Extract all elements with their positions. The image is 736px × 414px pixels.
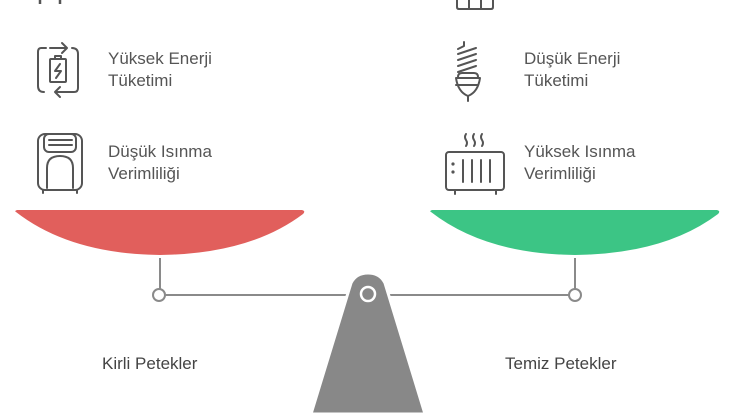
right-item-1-text: Düşük Enerji Tüketimi [524, 48, 620, 92]
top-partial-icon-right [456, 0, 494, 10]
left-side-label: Kirli Petekler [102, 354, 198, 373]
battery-cycle-icon [37, 42, 79, 98]
heater-unit-icon [37, 133, 83, 194]
scale-stand [309, 271, 427, 414]
right-item-1-line2: Tüketimi [524, 71, 589, 90]
right-side-label: Temiz Petekler [505, 354, 617, 373]
left-item-2-line2: Verimliliği [108, 164, 180, 183]
right-item-2-line2: Verimliliği [524, 164, 596, 183]
left-item-2-text: Düşük Isınma Verimliliği [108, 141, 212, 185]
right-pan [430, 210, 720, 255]
top-partial-icon-left [38, 0, 62, 4]
left-item-1-line1: Yüksek Enerji [108, 49, 212, 68]
left-item-1-text: Yüksek Enerji Tüketimi [108, 48, 212, 92]
left-pan [15, 210, 305, 255]
right-item-1-line1: Düşük Enerji [524, 49, 621, 68]
right-item-2-line1: Yüksek Isınma [524, 142, 636, 161]
right-item-2-text: Yüksek Isınma Verimliliği [524, 141, 636, 185]
radiator-icon [445, 133, 505, 195]
left-item-2-line1: Düşük Isınma [108, 142, 212, 161]
left-item-1-line2: Tüketimi [108, 71, 173, 90]
energy-saving-bulb-icon [455, 41, 481, 102]
